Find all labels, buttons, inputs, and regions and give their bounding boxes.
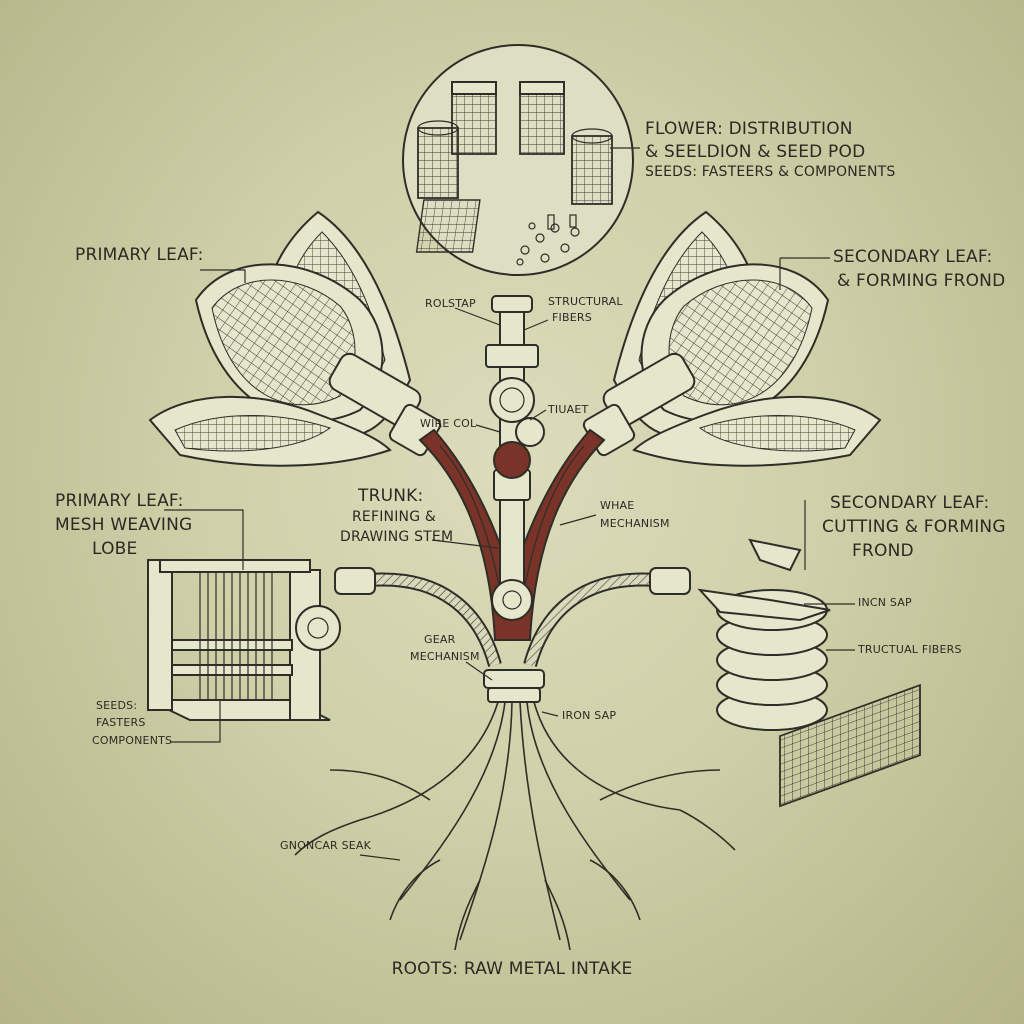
primary-leaf-label-1: PRIMARY LEAF:: [55, 491, 184, 511]
loom-machine: [147, 559, 341, 721]
primary-leaf-top-label: PRIMARY LEAF:: [75, 245, 204, 265]
leader-lines: [164, 257, 855, 861]
pod-fasteners: [516, 214, 580, 266]
secondary-leaf-upper: [582, 210, 882, 467]
roots: [294, 669, 736, 951]
flower-subtitle: & SEELDION & SEED POD: [645, 142, 866, 162]
secondary-leaf-label-3: FROND: [852, 541, 914, 561]
whae-label-1: WHAE: [600, 499, 635, 512]
gear-mechanism-label-1: GEAR: [424, 633, 456, 646]
seeds-label-1: SEEDS:: [96, 699, 138, 712]
tructual-fibers-label: TRUCTUAL FIBERS: [858, 643, 962, 656]
seeds-label-3: COMPONENTS: [92, 734, 173, 747]
wire-col-label: WIRE COL: [420, 417, 477, 430]
flower-seed-pod: [402, 44, 634, 276]
flower-title: FLOWER: DISTRIBUTION: [645, 119, 853, 139]
gear-mechanism-label-2: MECHANISM: [410, 650, 480, 663]
iron-sap-label: IRON SAP: [562, 709, 617, 722]
gnoncar-seak-label: GNONCAR SEAK: [280, 839, 372, 852]
branch-tubes: [334, 567, 691, 667]
structural-fibers-label-1: STRUCTURAL: [548, 295, 623, 308]
secondary-leaf-top-label-2: & FORMING FROND: [837, 271, 1006, 291]
coil-cutter: [697, 538, 921, 808]
secondary-leaf-top-label-1: SECONDARY LEAF:: [833, 247, 993, 267]
primary-leaf-upper: [148, 210, 442, 467]
trunk-line-2: DRAWING STEM: [340, 529, 454, 545]
primary-leaf-label-3: LOBE: [92, 539, 138, 559]
roots-caption: ROOTS: RAW METAL INTAKE: [391, 959, 633, 979]
incn-sap-label: INCN SAP: [858, 596, 912, 609]
flower-seeds-label: SEEDS: FASTEERS & COMPONENTS: [645, 164, 896, 180]
seeds-label-2: FASTERS: [96, 716, 146, 729]
rolstap-label: ROLSTAP: [425, 297, 476, 310]
pod-cylinder-top-left: [451, 81, 497, 155]
secondary-leaf-label-2: CUTTING & FORMING: [822, 517, 1006, 537]
pod-cylinder-right: [571, 128, 613, 205]
trunk-line-1: REFINING &: [352, 509, 437, 525]
pod-mesh-sheet: [415, 199, 481, 253]
structural-fibers-label-2: FIBERS: [552, 311, 592, 324]
tiuaet-label: TIUAET: [548, 403, 589, 416]
secondary-leaf-label-1: SECONDARY LEAF:: [830, 493, 990, 513]
whae-label-2: MECHANISM: [600, 517, 670, 530]
primary-leaf-label-2: MESH WEAVING: [55, 515, 193, 535]
trunk-title: TRUNK:: [358, 486, 424, 506]
trunk: [418, 295, 606, 641]
pod-cylinder-top-right: [519, 81, 565, 155]
